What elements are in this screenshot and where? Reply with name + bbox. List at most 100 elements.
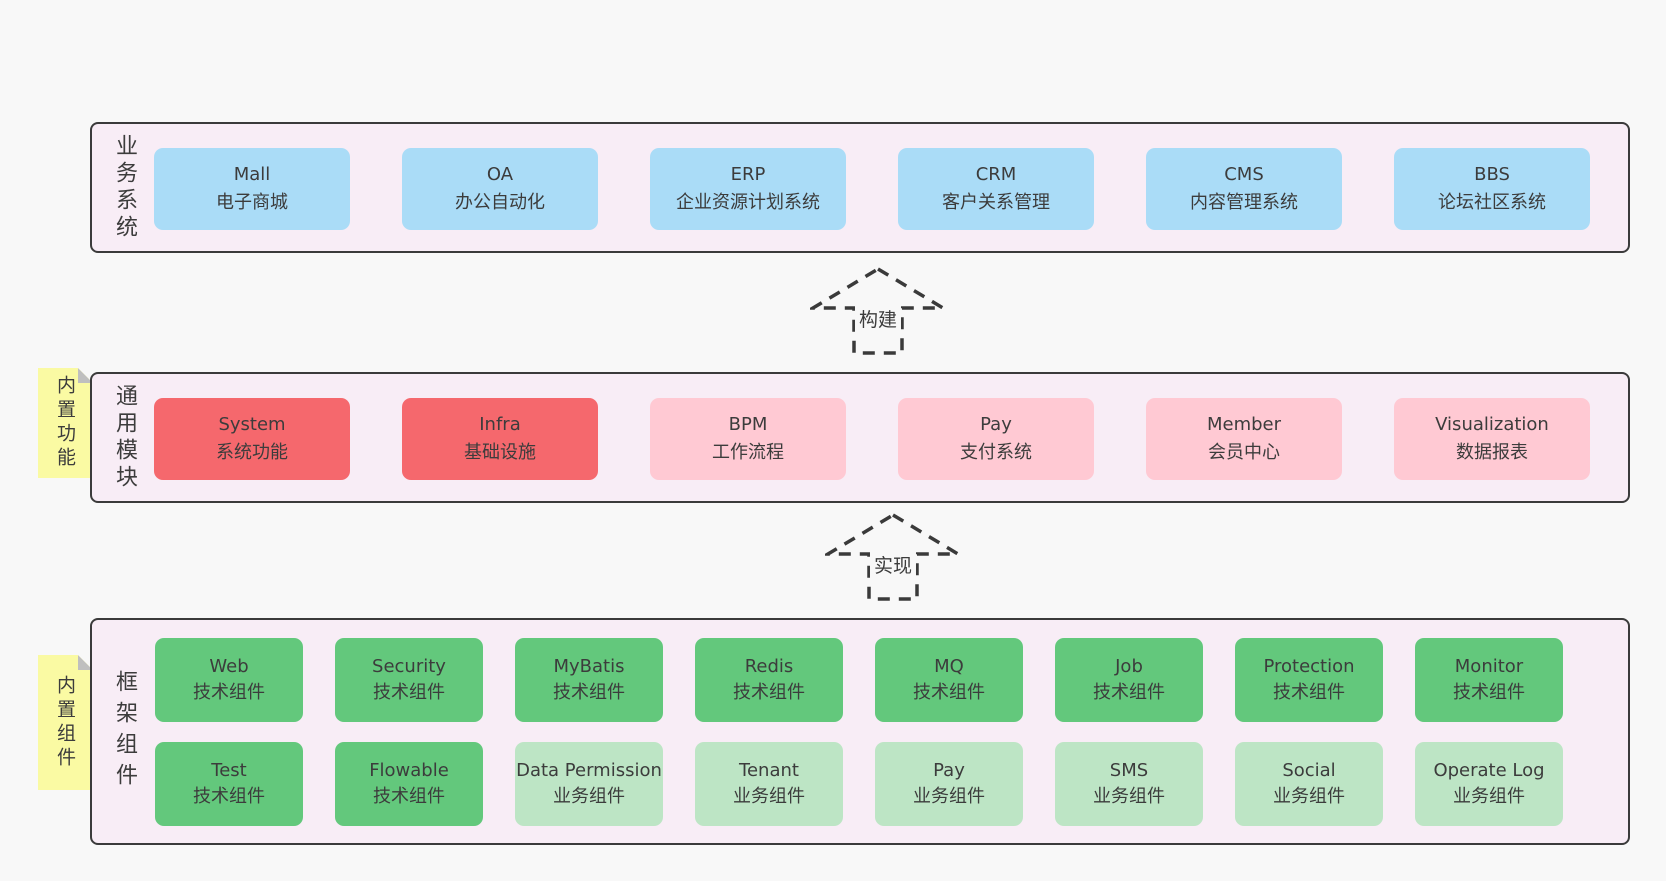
box-subtitle: 客户关系管理 xyxy=(942,192,1050,213)
box-title: Member xyxy=(1206,414,1282,436)
box-subtitle: 业务组件 xyxy=(733,786,805,807)
box-title: CRM xyxy=(975,164,1017,186)
box-title: ERP xyxy=(730,164,766,186)
box-subtitle: 技术组件 xyxy=(193,682,265,703)
note-label: 内置组件 xyxy=(54,674,76,771)
box-title: Test xyxy=(211,759,247,781)
box-flowable: Flowable 技术组件 xyxy=(335,742,483,826)
box-mybatis: MyBatis 技术组件 xyxy=(515,638,663,722)
box-job: Job 技术组件 xyxy=(1055,638,1203,722)
panel-label: 业务系统 xyxy=(112,133,137,242)
panel-label: 通用模块 xyxy=(112,383,137,492)
box-title: Infra xyxy=(479,414,521,436)
box-title: Pay xyxy=(933,759,965,781)
dashed-up-arrow-implement: 实现 xyxy=(825,512,961,602)
box-member: Member 会员中心 xyxy=(1146,398,1342,480)
box-subtitle: 业务组件 xyxy=(1093,786,1165,807)
box-title: Pay xyxy=(980,414,1012,436)
box-subtitle: 技术组件 xyxy=(373,786,445,807)
box-subtitle: 技术组件 xyxy=(1273,682,1345,703)
box-row: Test 技术组件 Flowable 技术组件 Data Permission … xyxy=(155,742,1563,826)
box-subtitle: 业务组件 xyxy=(1453,786,1525,807)
box-infra: Infra 基础设施 xyxy=(402,398,598,480)
box-bpm: BPM 工作流程 xyxy=(650,398,846,480)
box-title: BPM xyxy=(728,414,768,436)
box-title: Redis xyxy=(744,655,794,677)
box-pay-component: Pay 业务组件 xyxy=(875,742,1023,826)
box-row: Mall 电子商城 OA 办公自动化 ERP 企业资源计划系统 CRM 客户关系… xyxy=(154,148,1590,230)
box-title: SMS xyxy=(1109,759,1149,781)
box-subtitle: 内容管理系统 xyxy=(1190,192,1298,213)
box-test: Test 技术组件 xyxy=(155,742,303,826)
box-cms: CMS 内容管理系统 xyxy=(1146,148,1342,230)
box-subtitle: 技术组件 xyxy=(1093,682,1165,703)
box-subtitle: 技术组件 xyxy=(193,786,265,807)
box-operate-log: Operate Log 业务组件 xyxy=(1415,742,1563,826)
box-title: MyBatis xyxy=(553,655,625,677)
box-data-permission: Data Permission 业务组件 xyxy=(515,742,663,826)
box-pay-system: Pay 支付系统 xyxy=(898,398,1094,480)
arrow-label: 实现 xyxy=(869,550,917,579)
panel-framework-components: 框架组件 Web 技术组件 Security 技术组件 MyBatis 技术组件… xyxy=(90,618,1630,845)
box-subtitle: 技术组件 xyxy=(733,682,805,703)
box-title: CMS xyxy=(1224,164,1264,186)
box-social: Social 业务组件 xyxy=(1235,742,1383,826)
box-subtitle: 业务组件 xyxy=(1273,786,1345,807)
box-protection: Protection 技术组件 xyxy=(1235,638,1383,722)
box-subtitle: 数据报表 xyxy=(1456,442,1528,463)
box-subtitle: 支付系统 xyxy=(960,442,1032,463)
box-subtitle: 技术组件 xyxy=(1453,682,1525,703)
box-subtitle: 业务组件 xyxy=(913,786,985,807)
box-title: System xyxy=(218,414,286,436)
box-title: OA xyxy=(486,164,514,186)
box-title: Social xyxy=(1282,759,1336,781)
box-redis: Redis 技术组件 xyxy=(695,638,843,722)
box-title: Security xyxy=(372,655,446,677)
box-system: System 系统功能 xyxy=(154,398,350,480)
box-subtitle: 论坛社区系统 xyxy=(1438,192,1546,213)
arrow-label: 构建 xyxy=(854,304,902,333)
box-sms: SMS 业务组件 xyxy=(1055,742,1203,826)
panel-label: 框架组件 xyxy=(112,669,137,794)
box-subtitle: 系统功能 xyxy=(216,442,288,463)
box-title: Visualization xyxy=(1435,414,1549,436)
box-title: Operate Log xyxy=(1433,759,1545,781)
box-title: Tenant xyxy=(739,759,799,781)
box-subtitle: 工作流程 xyxy=(712,442,784,463)
box-subtitle: 办公自动化 xyxy=(455,192,545,213)
box-web: Web 技术组件 xyxy=(155,638,303,722)
box-title: Web xyxy=(209,655,249,677)
panel-business-systems: 业务系统 Mall 电子商城 OA 办公自动化 ERP 企业资源计划系统 CRM… xyxy=(90,122,1630,253)
box-subtitle: 业务组件 xyxy=(553,786,625,807)
box-row: Web 技术组件 Security 技术组件 MyBatis 技术组件 Redi… xyxy=(155,638,1563,722)
box-subtitle: 技术组件 xyxy=(373,682,445,703)
box-mq: MQ 技术组件 xyxy=(875,638,1023,722)
box-subtitle: 技术组件 xyxy=(553,682,625,703)
box-oa: OA 办公自动化 xyxy=(402,148,598,230)
box-tenant: Tenant 业务组件 xyxy=(695,742,843,826)
box-title: BBS xyxy=(1474,164,1510,186)
box-subtitle: 会员中心 xyxy=(1208,442,1280,463)
box-row: System 系统功能 Infra 基础设施 BPM 工作流程 Pay 支付系统… xyxy=(154,398,1590,480)
box-subtitle: 基础设施 xyxy=(464,442,536,463)
box-title: Mall xyxy=(233,164,271,186)
sticky-note-built-in-components: 内置组件 xyxy=(38,655,93,790)
box-monitor: Monitor 技术组件 xyxy=(1415,638,1563,722)
box-visualization: Visualization 数据报表 xyxy=(1394,398,1590,480)
box-crm: CRM 客户关系管理 xyxy=(898,148,1094,230)
box-subtitle: 企业资源计划系统 xyxy=(676,192,820,213)
note-label: 内置功能 xyxy=(54,375,76,471)
box-security: Security 技术组件 xyxy=(335,638,483,722)
box-title: Protection xyxy=(1263,655,1355,677)
box-mall: Mall 电子商城 xyxy=(154,148,350,230)
box-subtitle: 技术组件 xyxy=(913,682,985,703)
box-title: Data Permission xyxy=(516,759,662,781)
box-bbs: BBS 论坛社区系统 xyxy=(1394,148,1590,230)
box-subtitle: 电子商城 xyxy=(216,192,288,213)
box-title: Monitor xyxy=(1454,655,1524,677)
box-title: Flowable xyxy=(369,759,449,781)
panel-common-modules: 通用模块 System 系统功能 Infra 基础设施 BPM 工作流程 Pay… xyxy=(90,372,1630,503)
box-title: MQ xyxy=(934,655,964,677)
sticky-note-built-in-features: 内置功能 xyxy=(38,368,93,478)
